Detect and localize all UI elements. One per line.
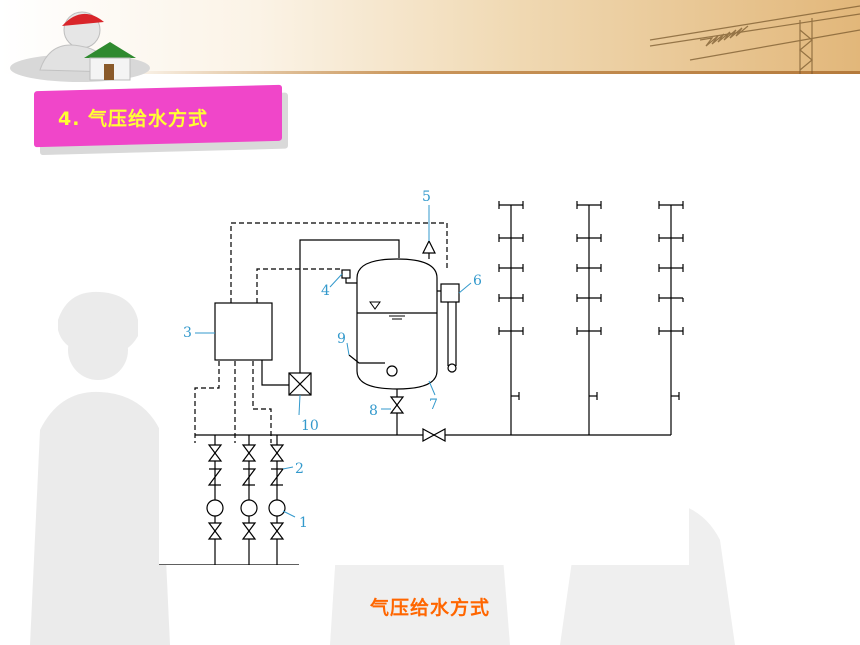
label-10: 10 (301, 418, 319, 434)
header-divider (120, 71, 860, 74)
label-9: 9 (337, 331, 346, 347)
label-5: 5 (422, 189, 431, 205)
pump-group (159, 435, 299, 566)
air-compressor (288, 372, 312, 396)
label-2: 2 (295, 461, 304, 477)
pressure-tank (356, 258, 438, 390)
safety-valve (422, 239, 436, 254)
worker-house-logo (10, 11, 150, 82)
control-lines (194, 222, 448, 443)
pressure-controller-box (214, 302, 273, 361)
label-7: 7 (429, 397, 438, 413)
level-gauge (440, 283, 460, 303)
water-level-symbol (369, 301, 405, 320)
label-3: 3 (183, 325, 192, 341)
label-6: 6 (473, 273, 482, 289)
figure-caption: 气压给水方式 (369, 597, 490, 619)
slide-title: 4. 气压给水方式 (58, 108, 209, 130)
water-taps (498, 201, 684, 335)
pneumatic-water-supply-diagram: 5 4 6 3 9 7 8 10 2 1 (159, 189, 684, 566)
riser-pipes (510, 205, 680, 435)
label-1: 1 (299, 515, 308, 531)
crane-icon (649, 5, 860, 74)
leader-lines (195, 205, 472, 518)
label-4: 4 (321, 283, 330, 299)
background-person-left (30, 291, 170, 645)
diagram-panel: 5 4 6 3 9 7 8 10 2 1 (159, 183, 689, 566)
label-8: 8 (369, 403, 378, 419)
